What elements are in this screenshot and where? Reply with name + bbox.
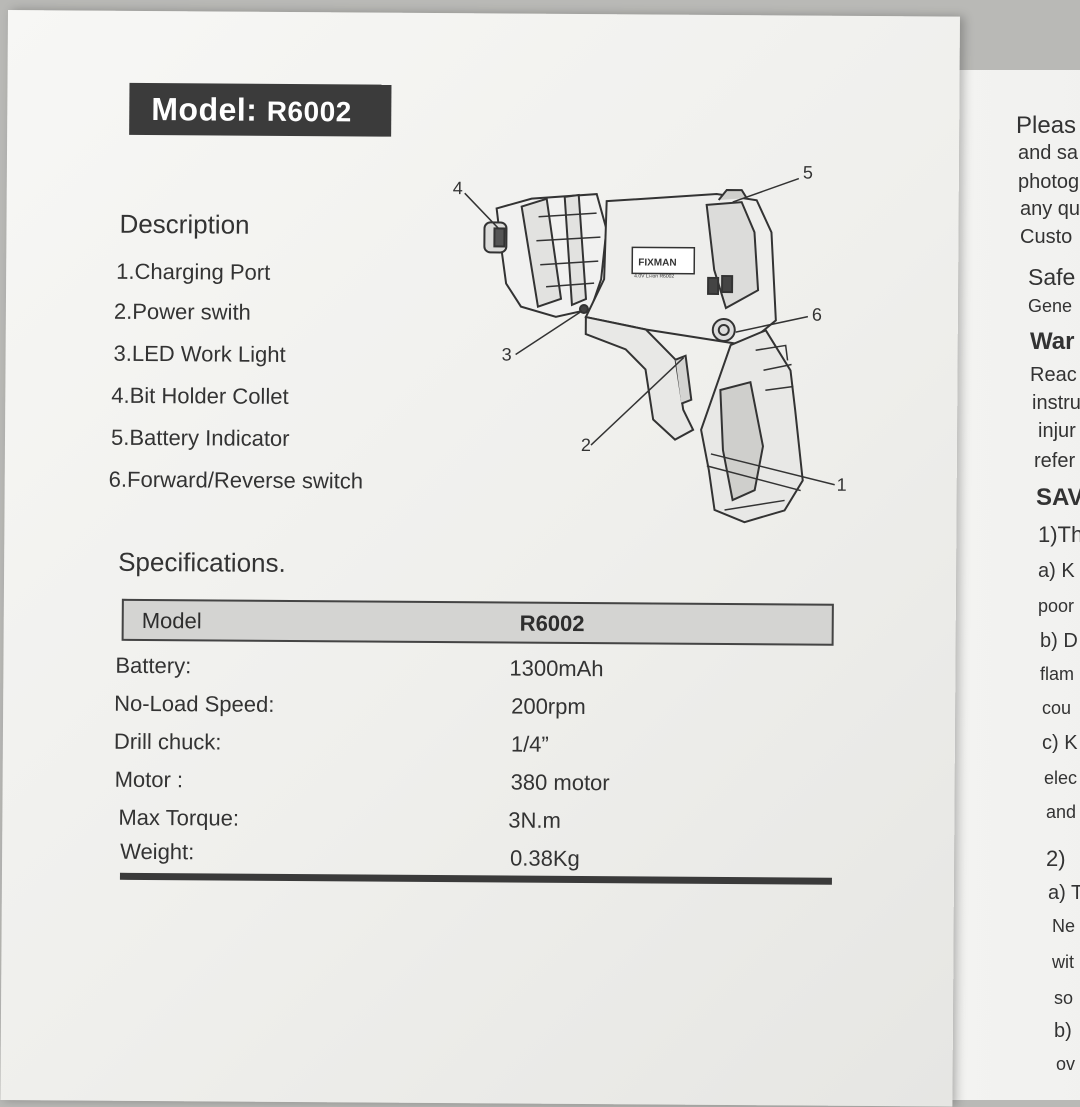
description-item: 4.Bit Holder Collet (111, 382, 289, 409)
right-text-fragment: flam (1040, 664, 1075, 684)
spec-header-row: Model R6002 (121, 598, 834, 646)
description-title: Description (119, 208, 250, 240)
spec-label: No-Load Speed: (114, 690, 275, 717)
spec-label: Battery: (115, 652, 192, 679)
description-item: 6.Forward/Reverse switch (108, 466, 364, 494)
right-text-fragment: a) T (1048, 882, 1080, 904)
right-text-fragment: b) D (1040, 630, 1078, 652)
brand-sublabel: 4.0V Li-ion R6002 (634, 273, 674, 279)
right-text-fragment: Reac (1030, 364, 1077, 386)
callout-3: 3 (502, 344, 512, 364)
spec-label: Weight: (120, 838, 195, 865)
right-text-fragment: wit (1052, 952, 1074, 972)
spec-label: Drill chuck: (113, 728, 222, 755)
screwdriver-diagram: FIXMAN 4.0V Li-ion R6002 1 2 3 4 5 6 (453, 163, 847, 524)
right-text-fragment: photog (1018, 171, 1080, 193)
spec-value: 200rpm (511, 693, 586, 720)
description-item: 1.Charging Port (116, 258, 271, 285)
spec-value: 380 motor (510, 769, 610, 796)
right-text-fragment: poor (1038, 596, 1075, 616)
right-text-fragment: War (1030, 328, 1075, 355)
right-text-fragment: SAV (1036, 484, 1080, 511)
right-text-fragment: Pleas (1016, 112, 1077, 139)
spec-header-value: R6002 (519, 610, 585, 637)
brand-label: FIXMAN (638, 257, 676, 268)
spec-value: 1/4” (510, 731, 549, 757)
spec-label: Max Torque: (118, 804, 240, 831)
model-banner: Model: R6002 (129, 82, 392, 137)
right-text-fragment: so (1054, 988, 1074, 1008)
right-text-fragment: 2) (1046, 846, 1066, 871)
right-text-fragment: instru (1032, 392, 1080, 414)
description-item: 3.LED Work Light (113, 340, 286, 367)
right-text-fragment: and sa (1018, 142, 1079, 164)
callout-4: 4 (453, 178, 463, 198)
right-text-fragment: and (1046, 802, 1077, 822)
model-code: R6002 (266, 95, 352, 128)
right-text-fragment: a) K (1038, 560, 1075, 582)
spec-bottom-rule (119, 872, 832, 885)
manual-page: Model: R6002 Description 1.Charging Port… (0, 10, 960, 1107)
right-text-fragment: cou (1042, 698, 1072, 718)
callout-6: 6 (812, 305, 822, 325)
description-item: 5.Battery Indicator (110, 424, 290, 451)
callout-1: 1 (837, 475, 847, 495)
description-item: 2.Power swith (113, 298, 251, 325)
spec-value: 1300mAh (509, 655, 604, 682)
spec-label: Motor : (114, 766, 184, 793)
model-label: Model: (151, 91, 258, 128)
right-text-fragment: Gene (1028, 296, 1073, 316)
right-text-fragment: c) K (1042, 732, 1078, 754)
right-text-fragment: injur (1038, 420, 1076, 442)
right-text-fragment: refer (1034, 450, 1076, 472)
right-text-fragment: 1)Th (1038, 522, 1080, 547)
specifications-title: Specifications. (118, 546, 286, 578)
right-text-fragment: Custo (1020, 226, 1073, 248)
spec-value: 3N.m (508, 807, 562, 833)
right-text-fragment: elec (1044, 768, 1078, 788)
right-text-fragment: any qu (1020, 198, 1080, 220)
right-text-fragment: b) (1054, 1020, 1072, 1042)
spec-value: 0.38Kg (510, 845, 580, 872)
right-page: Pleas and sa photog any qu Custo Safe Ge… (938, 70, 1080, 1100)
callout-2: 2 (581, 435, 591, 455)
spec-header-label: Model (141, 607, 202, 634)
right-text-fragment: Ne (1052, 916, 1076, 936)
right-text-fragment: Safe (1028, 264, 1076, 290)
callout-5: 5 (803, 163, 813, 183)
right-text-fragment: ov (1056, 1054, 1076, 1074)
